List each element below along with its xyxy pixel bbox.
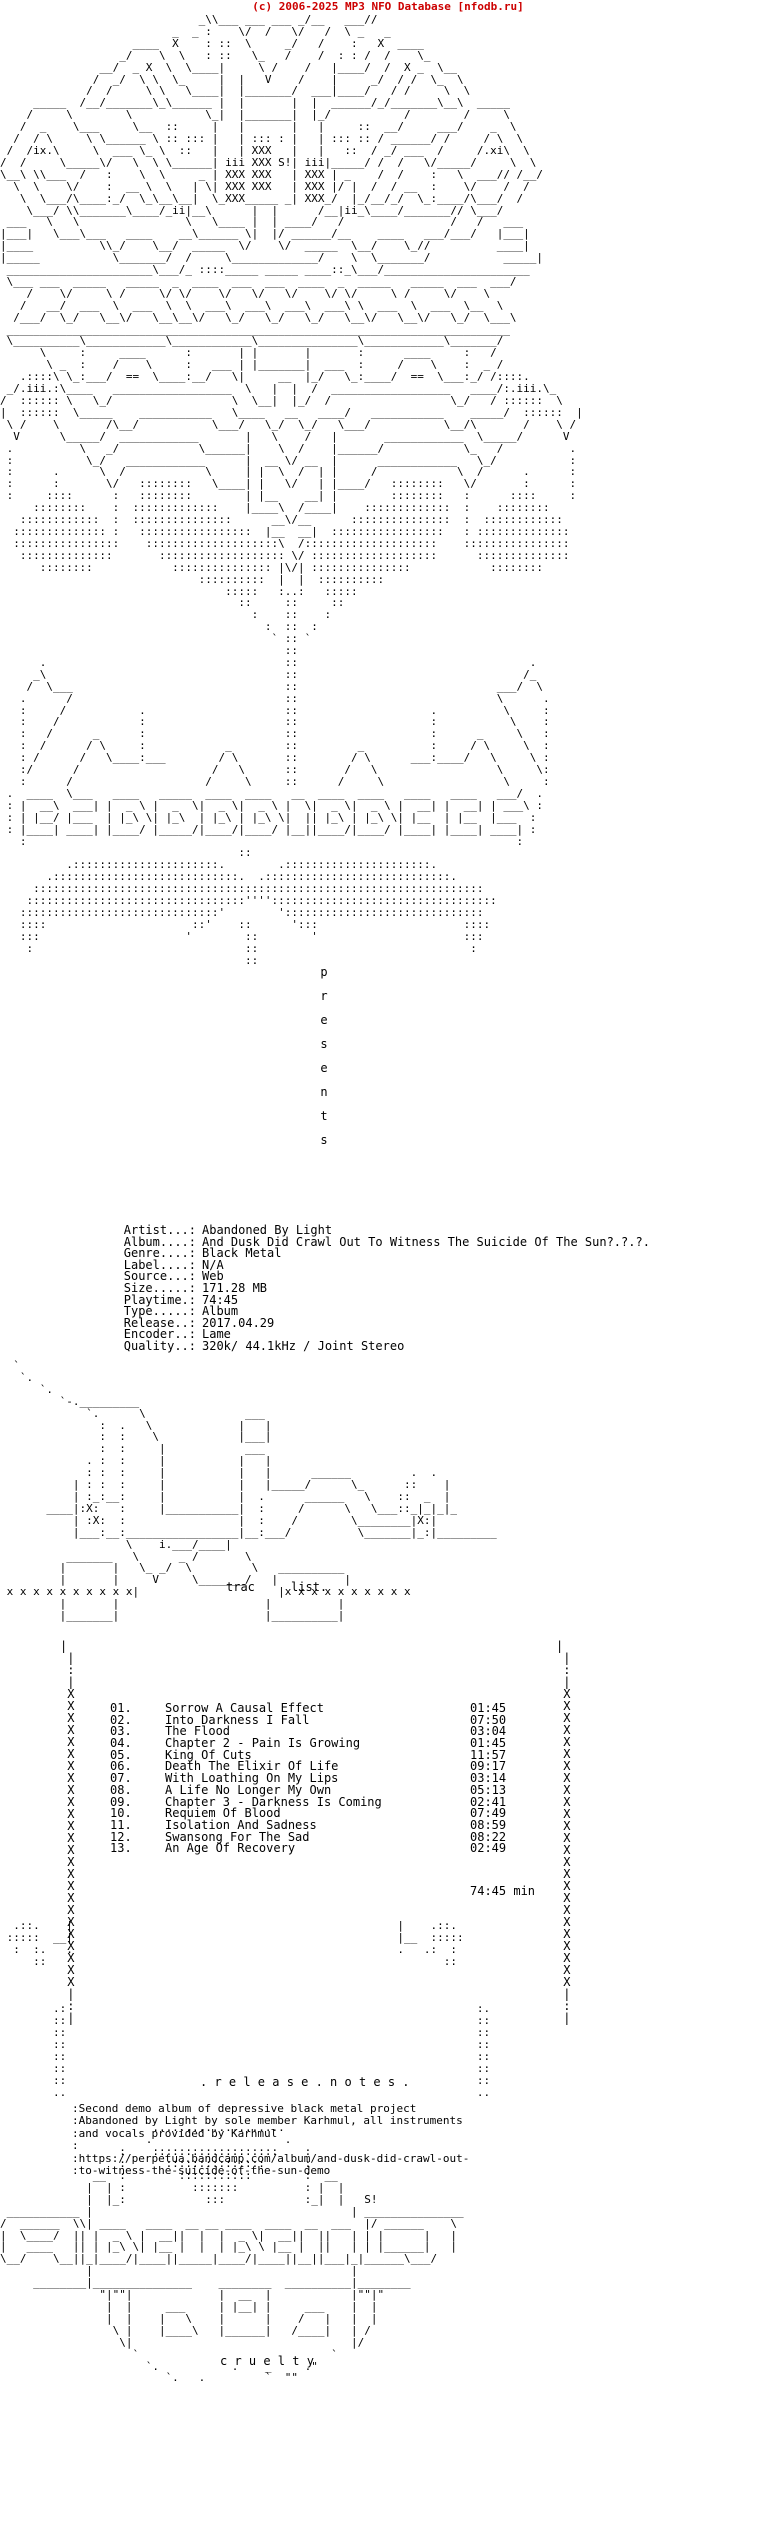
ascii-tracklist-art: ` `. `. `-._________ `. \ ___ : . \ | | … — [6, 1360, 497, 1623]
info-row: Album....:And Dusk Did Crawl Out To Witn… — [123, 1234, 650, 1249]
right-x-column: | | : | X X X X X X X X X X X X X X X X … — [556, 1639, 571, 2025]
info-row: Encoder..:Lame — [123, 1327, 231, 1342]
info-row: Source...:Web — [123, 1269, 224, 1284]
info-row: Label....:N/A — [123, 1257, 224, 1272]
info-row: Playtime.:74:45 — [123, 1292, 239, 1307]
cruelty-signature: c r u e l t y — [220, 2354, 314, 2368]
info-row: Size.....:171.28 MB — [123, 1280, 268, 1295]
release-notes-label: . r e l e a s e . n o t e s . — [200, 2075, 410, 2089]
info-row: Artist...:Abandoned By Light — [123, 1223, 333, 1237]
presents-vertical: p r e s e n t s — [320, 965, 328, 1147]
total-playtime: 74:45 min — [470, 1884, 536, 1898]
release-notes-body: :Second demo album of depressive black m… — [72, 2102, 470, 2178]
tracklist-label: trac list. — [226, 1580, 328, 1594]
copyright-header: (c) 2006-2025 MP3 NFO Database [nfodb.ru… — [252, 0, 524, 13]
info-row: Release..:2017.04.29 — [123, 1315, 275, 1330]
info-row: Type.....:Album — [123, 1304, 239, 1319]
ascii-logo-art: _\\___ ___ ___ _/__ ___// _ _ : \/ / \/ … — [0, 14, 583, 967]
left-x-column: | | : | X X X X X X X X X X X X X X X X … — [60, 1639, 75, 2025]
ascii-footer-art: .::. | | .::. ::::: __| |__ ::::: : :. .… — [0, 1920, 491, 2385]
release-info-block: Artist...:Abandoned By Light Album....:A… — [0, 1223, 776, 1353]
info-row: Genre....:Black Metal — [123, 1246, 282, 1261]
info-row: Quality..:320k/ 44.1kHz / Joint Stereo — [123, 1338, 405, 1353]
